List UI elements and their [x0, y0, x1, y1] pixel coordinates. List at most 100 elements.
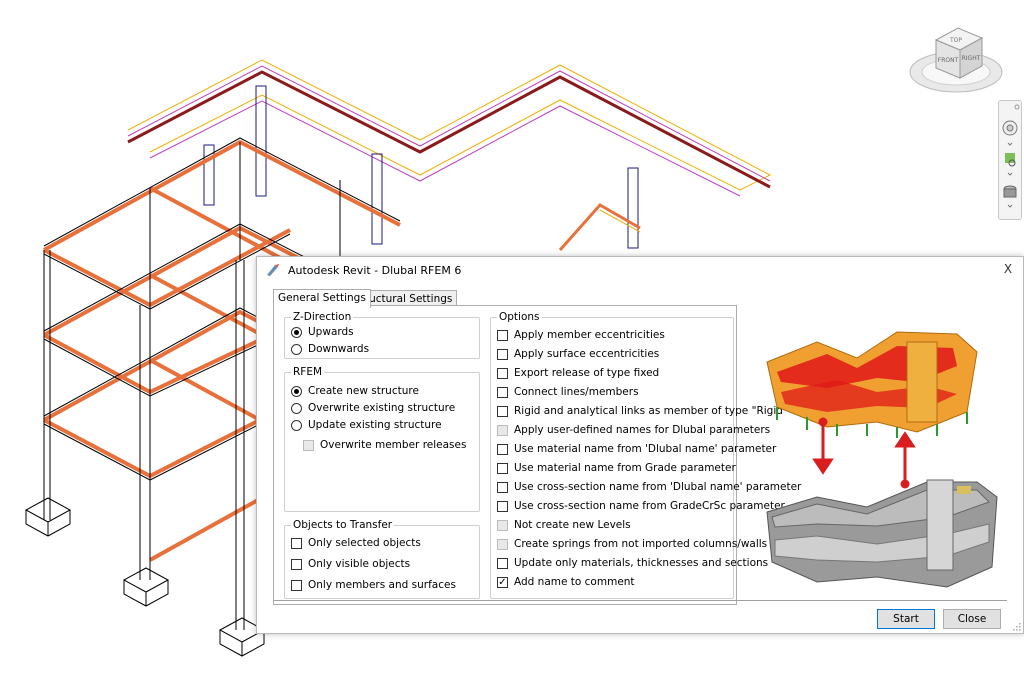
checkbox[interactable]	[497, 481, 508, 493]
checkbox-not-create-levels[interactable]: Not create new Levels	[497, 517, 631, 533]
checkbox-label: Connect lines/members	[514, 386, 639, 398]
checkbox-apply-member-eccentricities[interactable]: Apply member eccentricities	[497, 327, 665, 343]
checkbox-label: Use cross-section name from GradeCrSc pa…	[514, 500, 785, 512]
checkbox-label: Only selected objects	[308, 537, 421, 549]
checkbox-overwrite-member-releases[interactable]: Overwrite member releases	[303, 437, 466, 453]
checkbox-label: Rigid and analytical links as member of …	[514, 405, 788, 417]
checkbox[interactable]	[497, 443, 508, 455]
dropdown-icon	[1007, 204, 1013, 208]
dialog-title-bar: Autodesk Revit - Dlubal RFEM 6 X	[257, 257, 1023, 283]
checkbox-only-selected-objects[interactable]: Only selected objects	[291, 535, 421, 551]
radio-button[interactable]	[291, 343, 302, 355]
dropdown-icon	[1007, 172, 1013, 176]
radio-button[interactable]	[291, 326, 302, 338]
checkbox-cross-section-gradecrsc[interactable]: Use cross-section name from GradeCrSc pa…	[497, 498, 785, 514]
checkbox[interactable]	[497, 367, 508, 379]
dlubal-export-dialog: Autodesk Revit - Dlubal RFEM 6 X General…	[256, 256, 1024, 634]
checkbox-label: Overwrite member releases	[320, 439, 467, 451]
checkbox-apply-surface-eccentricities[interactable]: Apply surface eccentricities	[497, 346, 659, 362]
checkbox-material-dlubal-name[interactable]: Use material name from 'Dlubal name' par…	[497, 441, 776, 457]
checkbox-material-grade[interactable]: Use material name from Grade parameter	[497, 460, 736, 476]
checkbox[interactable]	[303, 439, 314, 451]
checkbox-label: Only members and surfaces	[308, 579, 456, 591]
view-cube-front-label: FRONT	[938, 57, 959, 64]
view-cube[interactable]: TOP FRONT RIGHT	[906, 10, 1006, 100]
view-cube-right-label: RIGHT	[962, 55, 981, 62]
objects-to-transfer-legend: Objects to Transfer	[291, 519, 395, 531]
transfer-arrows	[812, 417, 916, 489]
rfem-legend: RFEM	[291, 366, 325, 378]
radio-label: Update existing structure	[308, 419, 442, 431]
radio-label: Create new structure	[308, 385, 419, 397]
radio-label: Downwards	[308, 343, 370, 355]
rfem-revit-illustration	[766, 331, 998, 588]
checkbox[interactable]	[291, 558, 302, 570]
checkbox[interactable]	[291, 579, 302, 591]
slab-outline	[149, 100, 741, 197]
checkbox[interactable]	[497, 462, 508, 474]
checkbox[interactable]	[497, 329, 508, 341]
radio-overwrite-existing-structure[interactable]: Overwrite existing structure	[291, 400, 455, 416]
checkbox-create-springs[interactable]: Create springs from not imported columns…	[497, 536, 767, 552]
navigation-bar[interactable]	[998, 100, 1022, 220]
checkbox-connect-lines-members[interactable]: Connect lines/members	[497, 384, 639, 400]
resize-grip-icon[interactable]	[1013, 623, 1021, 631]
radio-downwards[interactable]: Downwards	[291, 341, 369, 357]
zoom-icon	[1005, 153, 1016, 167]
radio-update-existing-structure[interactable]: Update existing structure	[291, 417, 442, 433]
options-legend: Options	[497, 311, 542, 323]
checkbox-label: Create springs from not imported columns…	[514, 538, 768, 550]
checkbox-label: Apply member eccentricities	[514, 329, 665, 341]
checkbox[interactable]	[497, 500, 508, 512]
radio-button[interactable]	[291, 419, 302, 431]
slab-beam	[127, 70, 771, 189]
radio-button[interactable]	[291, 385, 302, 397]
slab-outline	[127, 65, 771, 182]
start-button[interactable]: Start	[877, 609, 935, 629]
checkbox-only-members-and-surfaces[interactable]: Only members and surfaces	[291, 577, 456, 593]
radio-button[interactable]	[291, 402, 302, 414]
checkbox-label: Export release of type fixed	[514, 367, 660, 379]
checkbox[interactable]	[497, 405, 508, 417]
checkbox-add-name-to-comment[interactable]: ✓ Add name to comment	[497, 574, 635, 590]
steering-wheel-icon	[1002, 120, 1018, 136]
checkbox-rigid-analytical-links[interactable]: Rigid and analytical links as member of …	[497, 403, 788, 419]
checkbox-label: Apply surface eccentricities	[514, 348, 660, 360]
general-settings-panel: Z-Direction Upwards Downwards RFEM Creat…	[273, 305, 801, 605]
checkbox-label: Use material name from Grade parameter	[514, 462, 736, 474]
dialog-divider	[273, 600, 1007, 601]
radio-upwards[interactable]: Upwards	[291, 324, 354, 340]
checkbox-label: Apply user-defined names for Dlubal para…	[514, 424, 771, 436]
checkbox[interactable]	[497, 538, 508, 550]
checkbox[interactable]	[497, 519, 508, 531]
checkbox-label: Use material name from 'Dlubal name' par…	[514, 443, 777, 455]
close-icon[interactable]: X	[1003, 262, 1013, 276]
checkbox[interactable]	[497, 557, 508, 569]
radio-create-new-structure[interactable]: Create new structure	[291, 383, 419, 399]
checkbox[interactable]	[497, 386, 508, 398]
tab-structural-settings[interactable]: Structural Settings	[349, 290, 458, 307]
close-button[interactable]: Close	[943, 609, 1001, 629]
rfem-stress-model	[766, 331, 978, 438]
options-group: Options Apply member eccentricities Appl…	[490, 311, 801, 599]
checkbox-label: Only visible objects	[308, 558, 411, 570]
revit-app-icon	[267, 264, 279, 276]
checkbox-checked[interactable]: ✓	[497, 576, 508, 588]
checkbox-only-visible-objects[interactable]: Only visible objects	[291, 556, 410, 572]
checkbox[interactable]	[497, 424, 508, 436]
checkbox[interactable]	[291, 537, 302, 549]
navbar-close-icon	[1014, 104, 1020, 110]
checkbox-label: Use cross-section name from 'Dlubal name…	[514, 481, 802, 493]
checkbox-update-only-materials[interactable]: Update only materials, thicknesses and s…	[497, 555, 768, 571]
view-cube-top-label: TOP	[949, 37, 962, 44]
radio-label: Overwrite existing structure	[308, 402, 456, 414]
tab-general-settings[interactable]: General Settings	[273, 289, 371, 308]
checkbox-export-release-fixed[interactable]: Export release of type fixed	[497, 365, 659, 381]
radio-label: Upwards	[308, 326, 354, 338]
checkbox-user-defined-names[interactable]: Apply user-defined names for Dlubal para…	[497, 422, 770, 438]
rfem-group: RFEM Create new structure Overwrite exis…	[284, 366, 480, 512]
checkbox[interactable]	[497, 348, 508, 360]
dropdown-icon	[1007, 142, 1013, 146]
z-direction-legend: Z-Direction	[291, 311, 354, 323]
checkbox-cross-section-dlubal-name[interactable]: Use cross-section name from 'Dlubal name…	[497, 479, 801, 495]
